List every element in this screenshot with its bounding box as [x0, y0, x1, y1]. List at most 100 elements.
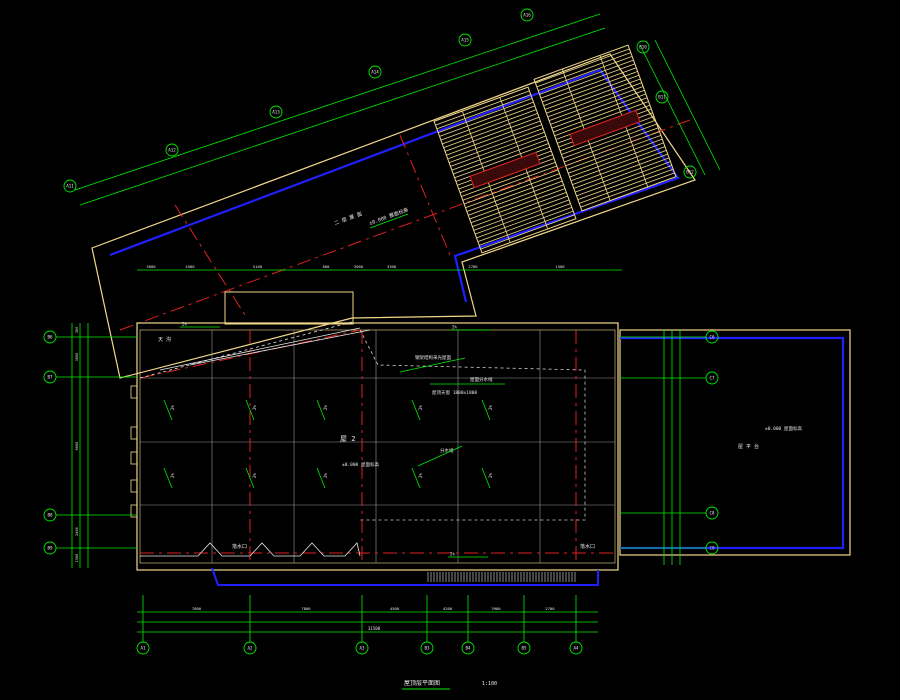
- bottom-dim-text: 7800: [301, 606, 311, 611]
- annex-outline: [619, 329, 851, 556]
- slope-arrow: [245, 467, 255, 489]
- axis-bubble-b4-label: B4: [465, 646, 471, 651]
- slope-arrow: [316, 467, 326, 489]
- slope-arrow: [163, 467, 173, 489]
- axis-bubble-c9: C9: [705, 541, 719, 555]
- slope-label: 2%: [170, 473, 175, 478]
- right-annex: 屋 平 台 ±0.000 屋面标高: [619, 329, 851, 556]
- slope-arrow: [481, 399, 491, 421]
- bottom-dim-text: 4200: [443, 606, 453, 611]
- axis-bubble-b5: B5: [517, 641, 531, 655]
- axis-bubble-a1-label: A1: [140, 646, 146, 651]
- annex-note: ±0.000 屋面标高: [765, 425, 802, 432]
- axis-bubble-a16: A16: [520, 8, 534, 22]
- axis-bubble-a14: A14: [368, 65, 382, 79]
- upper-axis-line: [174, 204, 246, 316]
- skylight-hatch-right: [533, 44, 677, 212]
- wall-notch: [130, 451, 138, 465]
- gutter-label: 天 沟: [158, 336, 171, 343]
- slope-label: 2%: [170, 405, 175, 410]
- slope-label: 2%: [252, 473, 257, 478]
- main-roof-label: 屋 2: [340, 435, 355, 443]
- axis-bubble-c7-label: C7: [709, 376, 715, 381]
- slope-label: 2%: [323, 473, 328, 478]
- stair-tower-outline: [224, 291, 354, 325]
- top-dim-text: 1500: [555, 264, 565, 269]
- note1-leader: [399, 357, 466, 373]
- top-dim-text: 600: [323, 264, 331, 269]
- axis-bubble-b3-label: B3: [424, 646, 430, 651]
- bottom-gutter: [211, 567, 599, 586]
- axis-bubble-b12: B12: [683, 165, 697, 179]
- axis-bubble-b11-label: B11: [658, 95, 666, 100]
- axis-bubble-a2-label: A2: [247, 646, 253, 651]
- axis-bubble-a2: A2: [243, 641, 257, 655]
- axis-bubble-b11: B11: [655, 90, 669, 104]
- slope-label: 2%: [182, 322, 187, 327]
- top-dim-text: 2700: [468, 264, 478, 269]
- slope-label: 2%: [418, 473, 423, 478]
- skylight-hatch-left: [433, 86, 577, 254]
- slope-label: 2%: [418, 405, 423, 410]
- bottom-dim-text: 3900: [491, 606, 501, 611]
- left-dim-text: 300: [75, 327, 79, 334]
- gutter-hatch: [427, 572, 576, 582]
- ridge-lines: [139, 321, 371, 379]
- slope-label: 2%: [323, 405, 328, 410]
- skylight-boundary: [359, 329, 586, 521]
- axis-bubble-c8: C8: [705, 506, 719, 520]
- axis-bubble-a14-label: A14: [371, 70, 379, 75]
- slope-arrow: [245, 399, 255, 421]
- axis-bubble-c8-label: C8: [709, 511, 715, 516]
- drain-label-right: 落水口: [580, 543, 595, 550]
- note-divide: 分水线: [440, 447, 454, 454]
- axis-bubble-a15-label: A15: [461, 38, 469, 43]
- main-outline: [136, 322, 619, 571]
- structural-grid: [140, 330, 615, 563]
- axis-bubble-c9-label: C9: [709, 546, 715, 551]
- drawing-title-block: 屋顶层平面图 1:100: [402, 680, 497, 690]
- gutter-sawtooth: [140, 542, 361, 557]
- bottom-dim-text: 2700: [545, 606, 555, 611]
- wall-notch: [130, 385, 138, 399]
- wall-notch: [130, 479, 138, 493]
- note-skylight: 屋顶天窗 1800x1800: [432, 389, 477, 396]
- wall-notch: [130, 426, 138, 440]
- bottom-dim-text: 7800: [192, 606, 202, 611]
- main-building: 2%2%2%2%2%2%2%2%2%2%2%2%2% 屋 2 ±0.000 屋面…: [130, 291, 619, 586]
- slope-arrows: 2%2%2%2%2%2%2%2%2%2%2%2%2%: [163, 322, 493, 558]
- annex-wall: [620, 336, 845, 550]
- axis-bubble-a12-label: A12: [168, 148, 176, 153]
- axis-bubble-b3: B3: [420, 641, 434, 655]
- axis-bubble-b5-label: B5: [521, 646, 527, 651]
- slope-label: 2%: [488, 473, 493, 478]
- axis-bubble-b9: B9: [43, 541, 57, 555]
- slope-label: 2%: [252, 405, 257, 410]
- axis-bubble-b7-label: B7: [47, 375, 53, 380]
- axis-bubble-a16-label: A16: [523, 13, 531, 18]
- main-area-note: ±0.000 屋面标高: [342, 461, 379, 468]
- dim-line: [654, 39, 721, 171]
- note-ridge: 屋面分水线: [470, 376, 493, 383]
- axis-bubble-a11: A11: [63, 179, 77, 193]
- axis-bubble-c6: C6: [705, 330, 719, 344]
- left-dim-text: 1500: [75, 554, 79, 563]
- axis-bubble-b4: B4: [461, 641, 475, 655]
- main-axis-lines: [139, 329, 615, 563]
- slope-label: 2%: [450, 552, 455, 557]
- axis-bubble-c6-label: C6: [709, 335, 715, 340]
- axis-bubble-a13: A13: [269, 105, 283, 119]
- slope-label: 2%: [452, 325, 457, 330]
- note4-leader: [417, 445, 463, 467]
- top-dim-text: 3300: [387, 264, 397, 269]
- axis-bubble-b10-label: B10: [639, 45, 647, 50]
- slope-arrow: [411, 399, 421, 421]
- top-dim-text: 3000: [354, 264, 364, 269]
- axis-bubble-a13-label: A13: [272, 110, 280, 115]
